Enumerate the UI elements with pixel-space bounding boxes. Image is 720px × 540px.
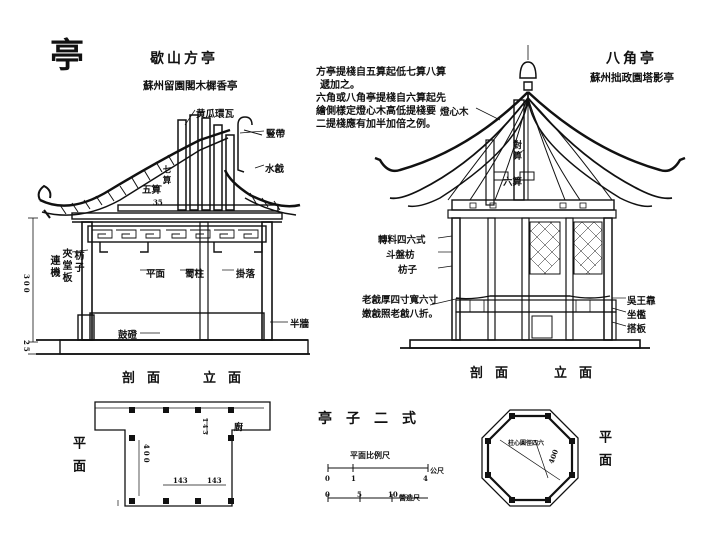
label-guluo: 鼓磴 bbox=[118, 330, 138, 341]
scale1-unit: 公尺 bbox=[430, 466, 444, 475]
plan-hall: 廚 bbox=[234, 423, 244, 433]
label-jiaxiao: 轉料四六式 bbox=[378, 235, 426, 246]
scale2-tick-0: 0 bbox=[325, 490, 330, 499]
label-banqiang: 半牆 bbox=[290, 319, 310, 330]
left-caption-section: 剖面 bbox=[122, 371, 173, 386]
label-lianji: 連機 bbox=[48, 255, 59, 279]
page-character: 亭 bbox=[50, 36, 84, 76]
label-zhuzhu: 蜀柱 bbox=[185, 269, 205, 280]
scale2-tick-5: 5 bbox=[357, 490, 362, 499]
right-subtitle: 蘇州拙政園塔影亭 bbox=[590, 72, 674, 84]
label-fang: 枋子 bbox=[398, 265, 418, 276]
label-gua: 黄瓜環瓦 bbox=[196, 109, 235, 120]
label-guaju: 掛落 bbox=[236, 269, 256, 280]
scale2-unit: 營造尺 bbox=[399, 493, 420, 502]
right-title: 八角亭 bbox=[606, 51, 657, 67]
label-zuojian: 坐檻 bbox=[627, 310, 647, 321]
note-line: 二提棧應有加半加倍之例。 bbox=[316, 119, 436, 130]
label-duibao: 對算 bbox=[511, 140, 521, 162]
dim-143-b: 143 bbox=[207, 476, 222, 485]
dim-400: 400 bbox=[142, 444, 151, 465]
label-dim-25: 25 bbox=[22, 340, 31, 354]
label-dim-300: 300 bbox=[22, 274, 31, 295]
note-line: 遞加之。 bbox=[320, 80, 360, 91]
note-line: 六角或八角亭提棧自六算起先 bbox=[316, 93, 446, 104]
scale1-tick-0: 0 bbox=[325, 474, 330, 483]
note-line: 繪側樣定燈心木高低提棧要 bbox=[316, 106, 436, 117]
label-fangzi: 枋子 bbox=[72, 250, 83, 274]
construction-note: 方亭提棧自五算起低七算八算 遞加之。 六角或八角亭提棧自六算起先 繪側樣定燈心木… bbox=[316, 66, 456, 131]
left-caption-elevation: 立面 bbox=[203, 371, 254, 386]
dim-143-a: 143 bbox=[173, 476, 188, 485]
label-lao2: 嫩戧照老戧八折。 bbox=[362, 309, 439, 320]
right-plan-label: 平面 bbox=[596, 430, 611, 476]
scale1-tick-4: 4 bbox=[423, 474, 428, 483]
right-caption-elevation: 立面 bbox=[554, 366, 605, 381]
label-dengxin: 燈心木 bbox=[440, 107, 469, 118]
scale-label: 平面比例尺 bbox=[350, 450, 390, 460]
note-line: 方亭提棧自五算起低七算八算 bbox=[316, 67, 446, 78]
label-pingmian-left: 平面 bbox=[146, 269, 166, 280]
label-doupan: 斗盤枋 bbox=[386, 250, 415, 261]
label-wu35: 35 bbox=[153, 198, 163, 207]
right-caption-section: 剖面 bbox=[470, 366, 521, 381]
left-subtitle: 蘇州留園閣木樨香亭 bbox=[143, 80, 238, 92]
label-jiantou: 豎帶 bbox=[266, 129, 286, 140]
scale2-tick-10: 10 bbox=[388, 490, 398, 499]
label-jiatang: 夾堂板 bbox=[60, 248, 71, 284]
label-zhiban: 搭板 bbox=[627, 324, 647, 335]
label-wang: 吳王靠 bbox=[627, 296, 656, 307]
label-lao: 老戧厚四寸寬六寸 bbox=[362, 295, 439, 306]
left-plan-label: 平面 bbox=[70, 436, 85, 482]
center-title: 亭子二式 bbox=[318, 411, 430, 427]
oct-label: 柱心圓徑四六 bbox=[508, 440, 545, 447]
label-qijie: 七算 bbox=[161, 165, 171, 186]
label-shuizhan: 水戧 bbox=[265, 164, 285, 175]
left-title: 歇山方亭 bbox=[150, 51, 218, 67]
dim-143-c: 143 bbox=[201, 418, 208, 437]
scale1-tick-1: 1 bbox=[351, 474, 356, 483]
label-liujie: 六算 bbox=[503, 177, 523, 188]
label-wujie: 五算 bbox=[142, 185, 162, 196]
